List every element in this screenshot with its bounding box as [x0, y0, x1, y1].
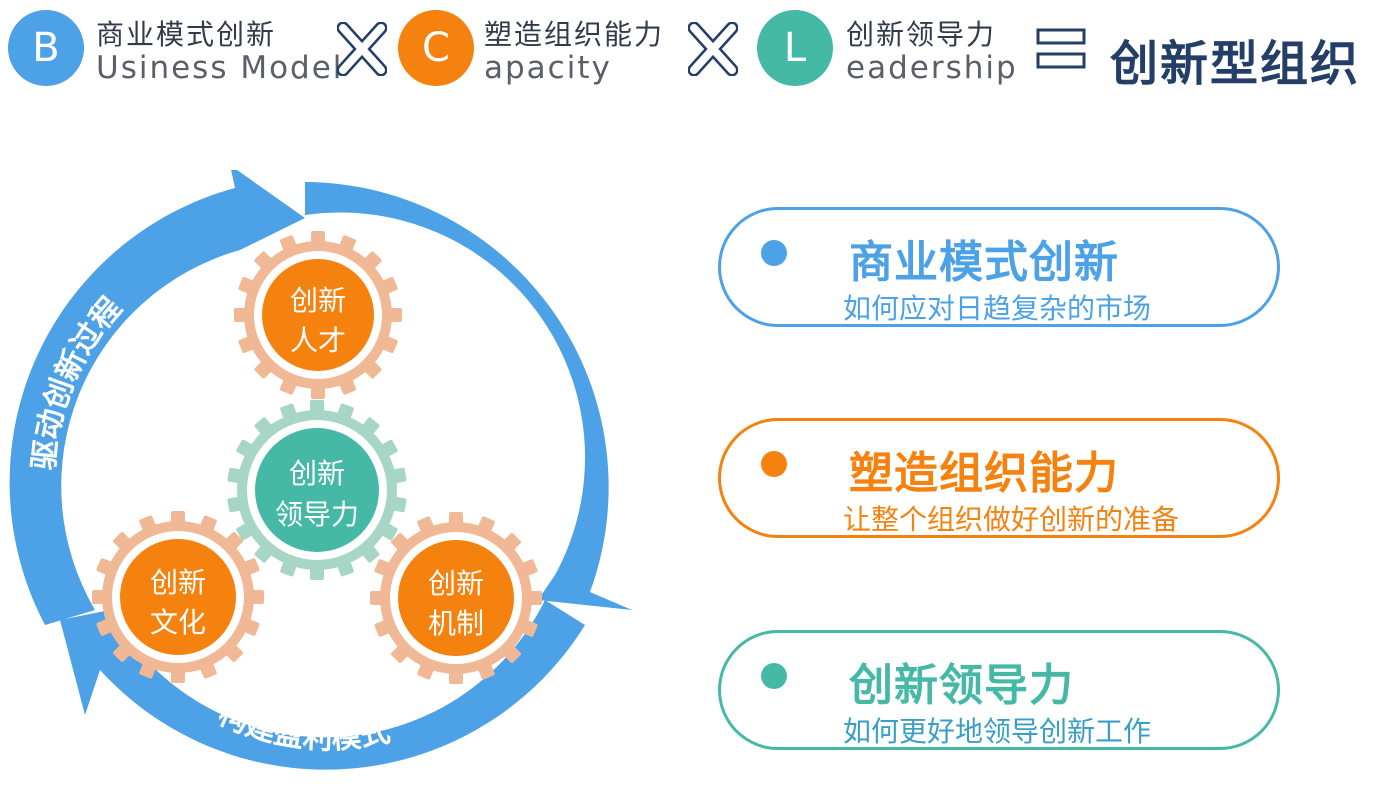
bullet-dot	[761, 663, 787, 689]
card-subtitle: 如何应对日趋复杂的市场	[843, 292, 1152, 325]
equals-icon	[1036, 28, 1086, 69]
gear-right-line1: 创新	[428, 567, 484, 600]
gear-center-line1: 创新	[289, 457, 345, 490]
formula-l-circle: L	[757, 10, 833, 86]
gear-left: 创新 文化	[92, 511, 264, 683]
gear-left-line2: 文化	[150, 606, 206, 639]
gear-left-line1: 创新	[150, 566, 206, 599]
formula-b-en: Usiness Model	[96, 50, 344, 86]
card-business-model: 商业模式创新 如何应对日趋复杂的市场	[718, 207, 1280, 327]
card-title: 商业模式创新	[849, 237, 1119, 288]
gear-top-line1: 创新	[290, 284, 346, 317]
card-title: 塑造组织能力	[849, 448, 1119, 499]
formula-l-en: eadership	[846, 50, 1018, 86]
card-subtitle: 让整个组织做好创新的准备	[843, 503, 1180, 536]
formula-header: B 商业模式创新 Usiness Model C 塑造组织能力 apacity …	[0, 0, 1391, 100]
card-leadership: 创新领导力 如何更好地领导创新工作	[718, 630, 1280, 750]
innovation-cycle-diagram: 洞察用户需求 构建盈利模式 驱动创新过程 创新 人才 创新 领导力 创新 文化 …	[9, 170, 632, 770]
formula-c-en: apacity	[484, 50, 612, 86]
gear-top: 创新 人才	[234, 231, 402, 399]
arc-arrow-bottom	[60, 600, 585, 770]
formula-c-cn: 塑造组织能力	[484, 18, 665, 51]
formula-l-cn: 创新领导力	[846, 18, 997, 51]
card-org-capacity: 塑造组织能力 让整个组织做好创新的准备	[718, 418, 1280, 538]
multiply-icon	[337, 22, 387, 76]
gear-center: 创新 领导力	[227, 400, 407, 580]
arc-arrow-left	[9, 170, 305, 625]
gear-center-line2: 领导力	[275, 498, 359, 531]
card-title: 创新领导力	[849, 660, 1074, 711]
formula-c-circle: C	[398, 10, 474, 86]
gear-top-line2: 人才	[290, 324, 346, 357]
bullet-dot	[761, 240, 787, 266]
multiply-icon	[688, 22, 738, 76]
formula-b-circle: B	[8, 10, 84, 86]
bullet-dot	[761, 451, 787, 477]
formula-b-cn: 商业模式创新	[96, 18, 277, 51]
gear-right: 创新 机制	[370, 512, 542, 684]
formula-result: 创新型组织	[1110, 36, 1361, 92]
gear-right-line2: 机制	[428, 607, 484, 640]
card-subtitle: 如何更好地领导创新工作	[843, 715, 1152, 748]
